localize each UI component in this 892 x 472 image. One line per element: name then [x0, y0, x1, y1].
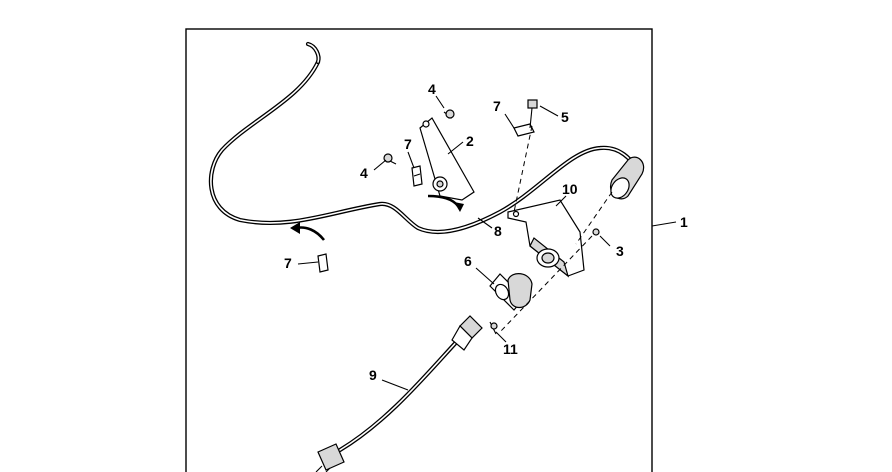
mounting-bracket-10 — [507, 199, 585, 278]
callout-7-upper: 7 — [493, 98, 501, 114]
leader-lines — [297, 95, 677, 391]
clip-7b — [513, 123, 535, 137]
callout-2: 2 — [466, 133, 474, 149]
power-cord — [315, 315, 483, 472]
callout-4-lower: 4 — [360, 165, 368, 181]
callout-9: 9 — [369, 367, 377, 383]
direction-arrow-lower — [295, 226, 326, 241]
arrowhead-upper — [454, 202, 464, 212]
alignment-line-c — [499, 235, 593, 333]
callout-10: 10 — [562, 181, 578, 197]
callout-8: 8 — [494, 223, 502, 239]
callout-5: 5 — [561, 109, 569, 125]
heater-element — [610, 156, 645, 200]
clip-7c — [317, 253, 329, 273]
alignment-line-b — [575, 191, 613, 245]
receptacle-6 — [489, 273, 533, 311]
callout-6: 6 — [464, 253, 472, 269]
diagram-frame — [185, 28, 653, 472]
callout-3: 3 — [616, 243, 624, 259]
callout-4-upper: 4 — [428, 81, 436, 97]
arrowhead-lower — [290, 222, 300, 234]
heater-cable — [208, 41, 640, 235]
callout-7-lower: 7 — [284, 255, 292, 271]
screw-11 — [489, 321, 498, 335]
bolt-5 — [527, 99, 538, 129]
mounting-bracket-2 — [419, 117, 475, 201]
callout-1: 1 — [680, 214, 688, 230]
alignment-line-a — [513, 125, 533, 213]
callout-11: 11 — [503, 341, 518, 357]
bolt-4b — [383, 153, 397, 165]
bolt-4a — [443, 109, 455, 119]
callout-7-middle: 7 — [404, 136, 412, 152]
screw-3 — [592, 228, 600, 236]
clip-7a — [411, 165, 423, 187]
